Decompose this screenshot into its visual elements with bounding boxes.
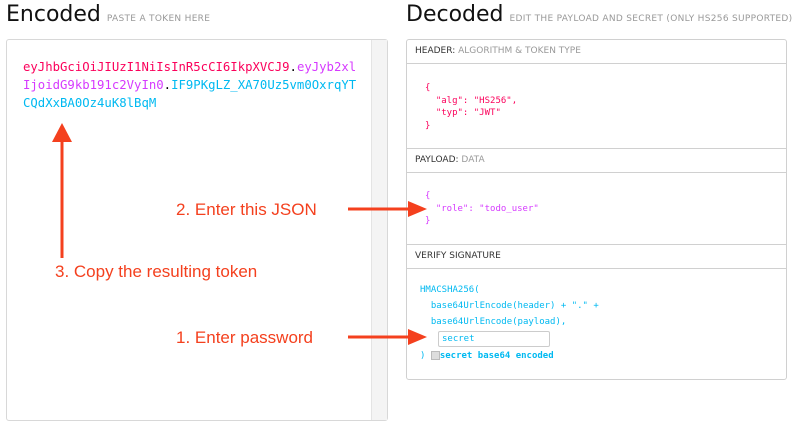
verify-editor: HMACSHA256( base64UrlEncode(header) + ".… xyxy=(407,269,786,381)
annotation-arrows xyxy=(52,123,427,345)
encoded-subtitle: PASTE A TOKEN HERE xyxy=(106,14,211,24)
arrow-password-head xyxy=(408,329,427,345)
payload-label: PAYLOAD: xyxy=(415,155,459,165)
annotation-step2: 2. Enter this JSON xyxy=(176,200,317,219)
payload-sublabel: DATA xyxy=(461,155,485,165)
token-header-part: eyJhbGciOiJIUzI1NiIsInR5cCI6IkpXVCJ9 xyxy=(23,60,290,74)
secret-input[interactable]: secret xyxy=(438,331,550,347)
header-label: HEADER: xyxy=(415,46,456,56)
token-textarea[interactable]: eyJhbGciOiJIUzI1NiIsInR5cCI6IkpXVCJ9.eyJ… xyxy=(6,39,388,421)
scrollbar[interactable] xyxy=(371,40,387,420)
base64-checkbox[interactable] xyxy=(430,351,440,360)
verify-code: HMACSHA256( base64UrlEncode(header) + ".… xyxy=(420,285,599,327)
payload-section-label: PAYLOAD: DATA xyxy=(407,149,786,173)
token-dot: . xyxy=(289,60,297,74)
header-editor[interactable]: { "alg": "HS256", "typ": "JWT" } xyxy=(407,64,786,149)
encoded-title: Encoded PASTE A TOKEN HERE xyxy=(6,2,210,27)
verify-close-paren: ) xyxy=(420,351,426,361)
arrow-up-head xyxy=(52,123,72,142)
payload-json[interactable]: { "role": "todo_user" } xyxy=(425,191,539,226)
annotation-step3: 3. Copy the resulting token xyxy=(55,262,258,281)
verify-section-label: VERIFY SIGNATURE xyxy=(407,245,786,269)
decoded-title: Decoded EDIT THE PAYLOAD AND SECRET (ONLY… xyxy=(406,2,792,27)
annotation-step1: 1. Enter password xyxy=(176,328,314,347)
decoded-heading: Decoded xyxy=(406,2,504,27)
header-section-label: HEADER: ALGORITHM & TOKEN TYPE xyxy=(407,40,786,64)
token-payload-part: eyJyb2xlIjoidG9kb191c2VyIn0 xyxy=(23,60,357,92)
arrow-json-head xyxy=(408,201,427,217)
decoded-subtitle: EDIT THE PAYLOAD AND SECRET (ONLY HS256 … xyxy=(509,14,793,24)
token-dot: . xyxy=(163,78,172,92)
header-json[interactable]: { "alg": "HS256", "typ": "JWT" } xyxy=(425,83,518,131)
header-sublabel: ALGORITHM & TOKEN TYPE xyxy=(458,46,581,56)
token-text[interactable]: eyJhbGciOiJIUzI1NiIsInR5cCI6IkpXVCJ9.eyJ… xyxy=(23,58,363,112)
payload-editor[interactable]: { "role": "todo_user" } xyxy=(407,173,786,245)
token-signature-part: IF9PKgLZ_XA70Uz5vm0OxrqYTCQdXxBA0Oz4uK8l… xyxy=(23,78,357,110)
encoded-heading: Encoded xyxy=(6,2,101,27)
base64-checkbox-label[interactable]: secret base64 encoded xyxy=(439,351,554,361)
